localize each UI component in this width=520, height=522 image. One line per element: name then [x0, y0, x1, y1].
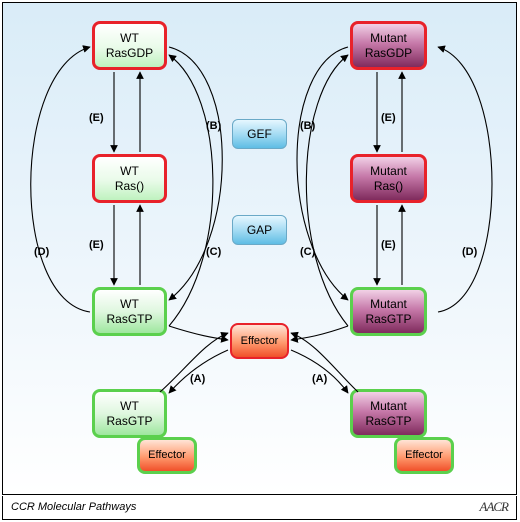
mut-d-loop-arrow	[437, 45, 493, 313]
label-d-wt: (D)	[34, 246, 50, 258]
mut-b-arrow	[296, 46, 349, 301]
gef-node: GEF	[232, 119, 287, 149]
label-b-mut: (B)	[300, 120, 316, 132]
diagram-canvas	[2, 2, 517, 495]
mut-c-arrow	[305, 54, 349, 327]
label-b-wt: (B)	[206, 120, 222, 132]
gap-node: GAP	[232, 215, 287, 245]
wt-bound-effector-node: Effector	[137, 437, 197, 474]
wt-b-arrow	[168, 46, 223, 301]
wt-d-loop-arrow	[30, 45, 91, 313]
wt-effector-in-arrow	[159, 331, 229, 393]
label-d-mut: (D)	[462, 246, 478, 258]
label-e-wt-top: (E)	[89, 112, 104, 124]
mut-a-forward-arrow	[290, 325, 349, 343]
mutant-rasgtp-effector-node: Mutant RasGTP	[350, 389, 427, 438]
footer-title: CCR Molecular Pathways	[11, 501, 137, 513]
mut-a-back-arrow	[290, 349, 349, 394]
wt-ras-node: WT Ras()	[92, 154, 167, 203]
wt-rasgtp-effector-node: WT RasGTP	[92, 389, 167, 438]
aacr-logo: AACR	[479, 499, 509, 514]
label-c-mut: (C)	[300, 246, 316, 258]
label-e-mut-top: (E)	[381, 112, 396, 124]
mutant-ras-node: Mutant Ras()	[350, 154, 427, 203]
mutant-bound-effector-node: Effector	[394, 437, 454, 474]
footer-bar: CCR Molecular Pathways AACR	[2, 496, 517, 520]
mutant-rasgtp-node: Mutant RasGTP	[350, 287, 427, 336]
mut-effector-in-arrow	[290, 331, 359, 393]
wt-a-back-arrow	[168, 349, 229, 394]
wt-a-forward-arrow	[168, 325, 229, 343]
label-e-wt-bottom: (E)	[89, 239, 104, 251]
label-c-wt: (C)	[206, 246, 222, 258]
mutant-rasgdp-node: Mutant RasGDP	[350, 21, 427, 70]
effector-node: Effector	[230, 323, 289, 359]
wt-c-arrow	[168, 54, 214, 327]
wt-rasgtp-node: WT RasGTP	[92, 287, 167, 336]
wt-rasgdp-node: WT RasGDP	[92, 21, 167, 70]
label-a-wt: (A)	[190, 373, 206, 385]
label-a-mut: (A)	[312, 373, 328, 385]
label-e-mut-bottom: (E)	[381, 239, 396, 251]
